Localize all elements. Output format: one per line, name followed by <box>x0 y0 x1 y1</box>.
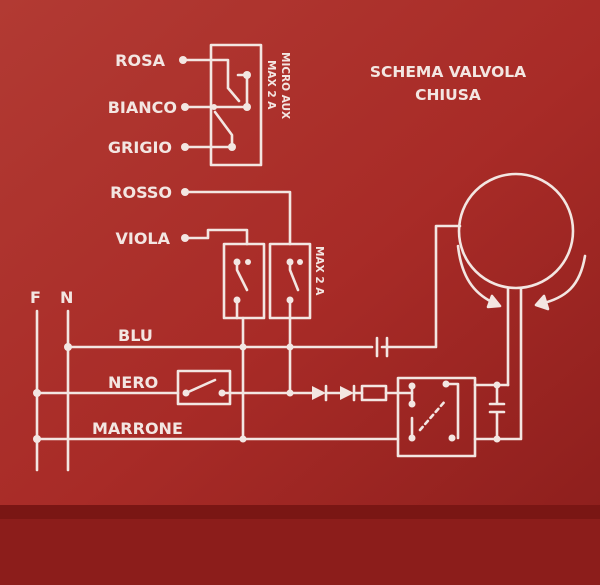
wire-label-viola: VIOLA <box>115 229 170 248</box>
main-switch-block <box>222 242 312 320</box>
terminal-bianco <box>181 103 189 111</box>
capacitor-motor <box>488 383 506 441</box>
wire-blu <box>66 224 462 349</box>
aux-switch-label: MICRO AUX <box>279 52 291 119</box>
title-line-2: CHIUSA <box>415 86 481 104</box>
relay-box <box>396 376 477 458</box>
wire-label-rosa: ROSA <box>115 51 165 70</box>
terminal-grigio <box>181 143 189 151</box>
wire-label-grigio: GRIGIO <box>108 138 172 157</box>
wire-label-marrone: MARRONE <box>92 419 183 438</box>
wire-label-rosso: ROSSO <box>110 183 172 202</box>
aux-switch-rating: MAX 2 A <box>265 60 277 110</box>
terminal-rosa <box>179 56 187 64</box>
diode-resistor-chain <box>288 384 414 402</box>
wire-label-nero: NERO <box>108 373 158 392</box>
terminal-f-label: F <box>30 288 41 307</box>
wire-label-blu: BLU <box>118 326 153 345</box>
capacitor-top <box>375 336 389 358</box>
panel-edge <box>0 505 600 519</box>
terminal-n-label: N <box>60 288 73 307</box>
motor <box>456 172 587 440</box>
housing-bottom <box>0 519 600 585</box>
panel-surface <box>0 0 600 515</box>
main-switch-rating: MAX 2 A <box>313 246 325 296</box>
title-line-1: SCHEMA VALVOLA <box>370 63 526 81</box>
aux-micro-switch <box>183 43 263 167</box>
thermostat-switch <box>176 369 232 406</box>
wire-label-bianco: BIANCO <box>108 98 177 117</box>
